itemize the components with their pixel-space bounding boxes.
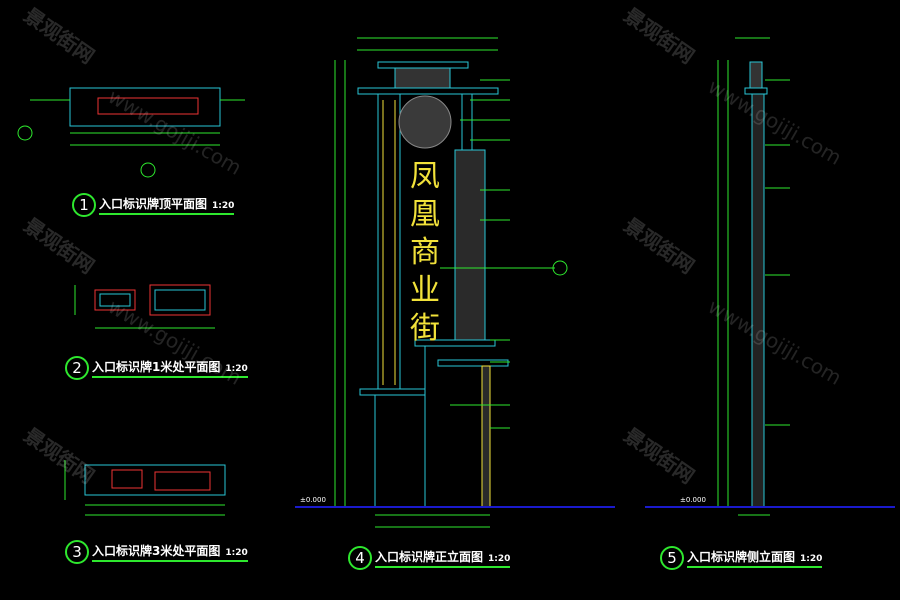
drawing-title-text: 入口标识牌1米处平面图 1:20: [92, 358, 248, 378]
scale-label: 1:20: [212, 201, 235, 211]
drawing-number: 1: [72, 193, 96, 217]
ladder-pattern: [382, 100, 396, 385]
drawing-title-4: 4 入口标识牌正立面图 1:20: [348, 546, 511, 570]
drawing-title-text: 入口标识牌侧立面图 1:20: [687, 548, 823, 568]
drawing-title-text: 入口标识牌3米处平面图 1:20: [92, 542, 248, 562]
front-elevation-drawing: [334, 37, 568, 528]
drawing-title-1: 1 入口标识牌顶平面图 1:20: [72, 193, 235, 217]
title-label: 入口标识牌3米处平面图: [92, 544, 221, 558]
drawing-title-text: 入口标识牌顶平面图 1:20: [99, 195, 235, 215]
title-label: 入口标识牌侧立面图: [687, 550, 796, 564]
title-label: 入口标识牌1米处平面图: [92, 360, 221, 374]
title-label: 入口标识牌顶平面图: [99, 197, 208, 211]
drawing-number: 2: [65, 356, 89, 380]
sign-char: 商: [410, 235, 440, 270]
drawing-title-5: 5 入口标识牌侧立面图 1:20: [660, 546, 823, 570]
scale-label: 1:20: [225, 364, 248, 374]
top-plan-drawing: [17, 87, 245, 178]
sign-char: 凤: [410, 159, 440, 194]
drawing-number: 5: [660, 546, 684, 570]
ground-level-label-side: ±0.000: [680, 496, 706, 504]
drawing-title-3: 3 入口标识牌3米处平面图 1:20: [65, 540, 248, 564]
ground-level-label: ±0.000: [300, 496, 326, 504]
scale-label: 1:20: [225, 548, 248, 558]
sign-lettering: 凤 凰 商 业 街: [405, 158, 445, 348]
sign-char: 街: [410, 311, 440, 346]
scale-label: 1:20: [488, 554, 511, 564]
sign-char: 凰: [410, 197, 440, 232]
drawing-number: 3: [65, 540, 89, 564]
scale-label: 1:20: [800, 554, 823, 564]
drawing-title-text: 入口标识牌正立面图 1:20: [375, 548, 511, 568]
plan-1m-drawing: [74, 284, 215, 329]
drawing-title-2: 2 入口标识牌1米处平面图 1:20: [65, 356, 248, 380]
plan-3m-drawing: [64, 460, 226, 516]
drawing-number: 4: [348, 546, 372, 570]
sign-char: 业: [410, 273, 440, 308]
title-label: 入口标识牌正立面图: [375, 550, 484, 564]
